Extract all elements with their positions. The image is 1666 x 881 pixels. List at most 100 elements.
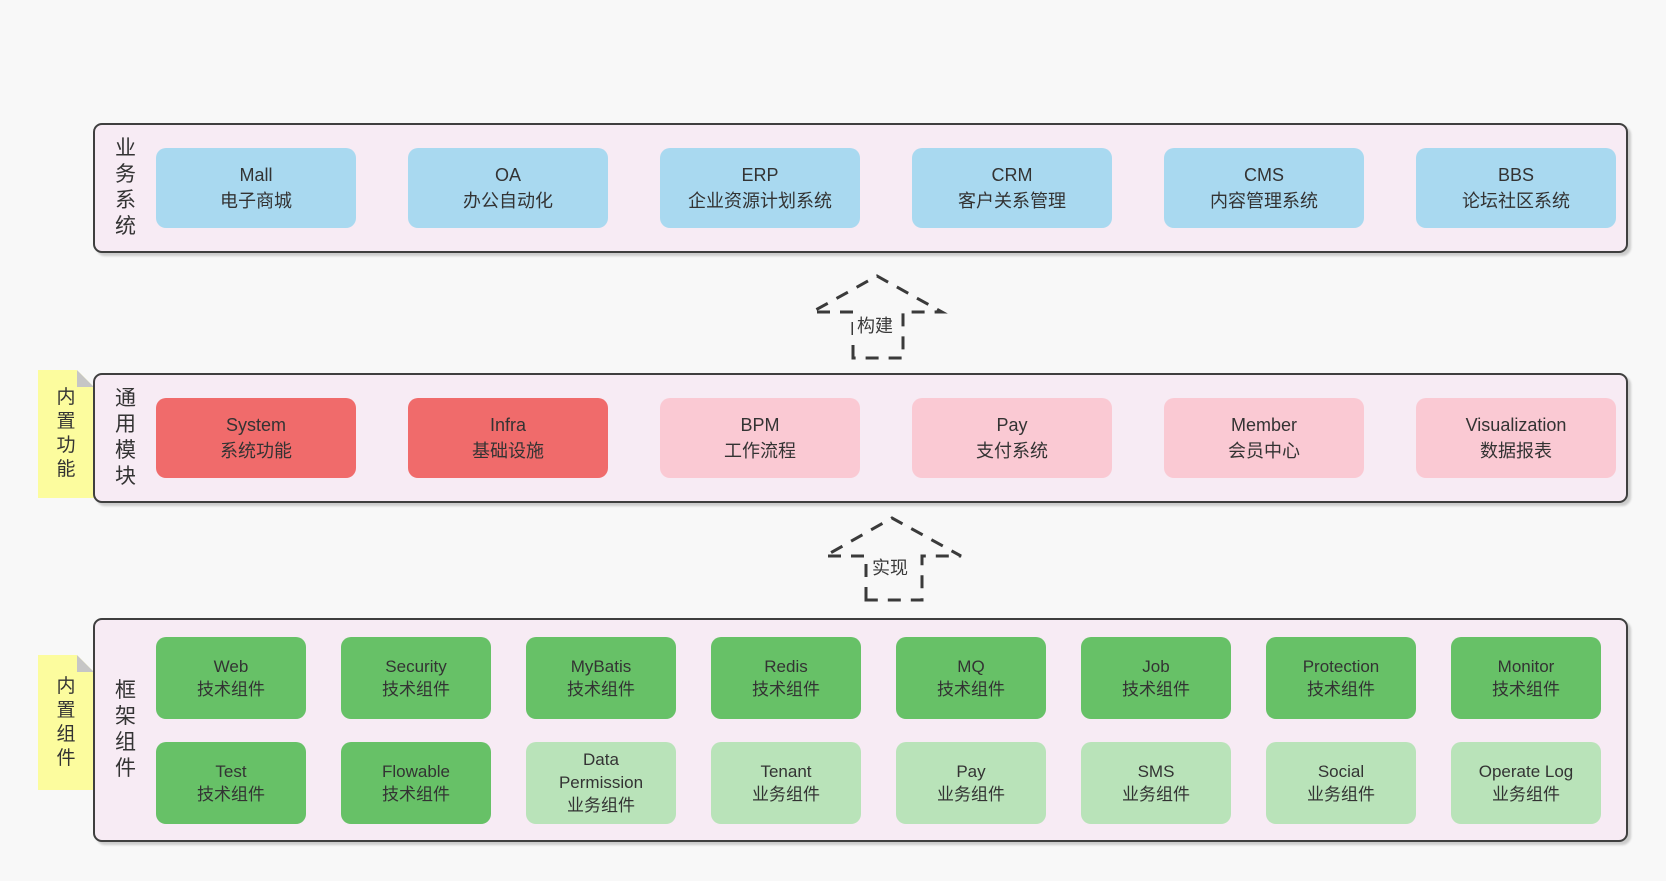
box-name: Test (215, 761, 247, 781)
box-desc: 业务组件 (1492, 784, 1560, 804)
box-flowable: Flowable 技术组件 (341, 741, 491, 824)
box-system: System 系统功能 (156, 398, 356, 478)
box-desc: 技术组件 (937, 679, 1005, 699)
box-protection: Protection 技术组件 (1266, 636, 1416, 719)
box-crm: CRM 客户关系管理 (912, 148, 1112, 228)
box-test: Test 技术组件 (156, 741, 306, 824)
arrow-label-build: 构建 (853, 314, 897, 338)
box-infra: Infra 基础设施 (408, 398, 608, 478)
box-desc: 系统功能 (220, 441, 292, 461)
box-bpm: BPM 工作流程 (660, 398, 860, 478)
box-cms: CMS 内容管理系统 (1164, 148, 1364, 228)
box-job: Job 技术组件 (1081, 636, 1231, 719)
box-desc: 基础设施 (472, 441, 544, 461)
box-desc: 技术组件 (382, 784, 450, 804)
box-desc: 技术组件 (567, 679, 635, 699)
box-name: BBS (1497, 165, 1535, 185)
box-desc: 技术组件 (197, 679, 265, 699)
section-label-framework-components: 框架组件 (95, 678, 156, 782)
modules-box-row: System 系统功能 Infra 基础设施 BPM 工作流程 Pay 支付系统… (156, 398, 1616, 478)
box-name: Infra (489, 415, 527, 435)
panel-framework-components: 框架组件 Web 技术组件 Security 技术组件 MyBatis 技术组件… (93, 618, 1628, 842)
box-name: Mall (239, 165, 273, 185)
box-name: CMS (1244, 165, 1284, 185)
box-desc: 论坛社区系统 (1462, 191, 1570, 211)
box-mq: MQ 技术组件 (896, 636, 1046, 719)
box-desc: 工作流程 (724, 441, 796, 461)
box-desc: 业务组件 (752, 784, 820, 804)
box-desc: 支付系统 (976, 441, 1048, 461)
section-label-common-modules: 通用模块 (95, 386, 156, 490)
box-name: Member (1230, 415, 1297, 435)
section-label-text: 业务系统 (115, 137, 136, 238)
box-desc: 数据报表 (1480, 441, 1552, 461)
box-tenant: Tenant 业务组件 (711, 741, 861, 824)
box-visualization: Visualization 数据报表 (1416, 398, 1616, 478)
box-name: BPM (740, 415, 780, 435)
box-desc: 业务组件 (1122, 784, 1190, 804)
box-mybatis: MyBatis 技术组件 (526, 636, 676, 719)
box-data-permission: Data Permission 业务组件 (526, 741, 676, 824)
section-label-text: 框架组件 (115, 679, 136, 780)
box-name: ERP (741, 165, 779, 185)
box-web: Web 技术组件 (156, 636, 306, 719)
section-label-business-systems: 业务系统 (95, 136, 156, 240)
box-name: Visualization (1465, 415, 1567, 435)
box-desc: 技术组件 (382, 679, 450, 699)
box-operate-log: Operate Log 业务组件 (1451, 741, 1601, 824)
box-name: Security (385, 656, 447, 676)
box-desc: 业务组件 (1307, 784, 1375, 804)
box-desc: 内容管理系统 (1210, 191, 1318, 211)
components-grid: Web 技术组件 Security 技术组件 MyBatis 技术组件 Redi… (156, 636, 1601, 824)
dashed-up-arrow-icon (806, 274, 948, 360)
box-desc: 业务组件 (937, 784, 1005, 804)
box-name: Social (1317, 761, 1365, 781)
box-desc: 会员中心 (1228, 441, 1300, 461)
box-member: Member 会员中心 (1164, 398, 1364, 478)
box-name: Tenant (760, 761, 812, 781)
arrow-label-implement: 实现 (868, 556, 912, 580)
box-name: Pay (956, 761, 986, 781)
note-label: 内置组件 (56, 675, 76, 769)
box-name: Job (1142, 656, 1170, 676)
box-monitor: Monitor 技术组件 (1451, 636, 1601, 719)
box-name: System (225, 415, 286, 435)
box-name: Pay (996, 415, 1028, 435)
box-desc: 办公自动化 (463, 191, 553, 211)
box-desc: 技术组件 (1122, 679, 1190, 699)
business-box-row: Mall 电子商城 OA 办公自动化 ERP 企业资源计划系统 CRM 客户关系… (156, 148, 1616, 228)
box-social: Social 业务组件 (1266, 741, 1416, 824)
box-name: MQ (957, 656, 985, 676)
dashed-up-arrow-icon (822, 516, 962, 602)
box-bbs: BBS 论坛社区系统 (1416, 148, 1616, 228)
box-desc: 技术组件 (1307, 679, 1375, 699)
box-name: Redis (764, 656, 808, 676)
box-security: Security 技术组件 (341, 636, 491, 719)
note-label: 内置功能 (56, 387, 76, 480)
box-desc: 技术组件 (1492, 679, 1560, 699)
box-desc: 电子商城 (220, 191, 292, 211)
box-name: Web (213, 656, 249, 676)
sticky-note-built-in-features: 内置功能 (38, 370, 94, 498)
box-pay-component: Pay 业务组件 (896, 741, 1046, 824)
box-name: CRM (991, 165, 1033, 185)
box-redis: Redis 技术组件 (711, 636, 861, 719)
box-desc: 技术组件 (197, 784, 265, 804)
box-name: Operate Log (1478, 761, 1574, 781)
box-oa: OA 办公自动化 (408, 148, 608, 228)
box-pay-system: Pay 支付系统 (912, 398, 1112, 478)
box-name: Monitor (1497, 656, 1555, 676)
box-mall: Mall 电子商城 (156, 148, 356, 228)
box-desc: 企业资源计划系统 (688, 191, 832, 211)
note-fold-corner-icon (77, 370, 94, 387)
box-name: Flowable (381, 761, 451, 781)
box-erp: ERP 企业资源计划系统 (660, 148, 860, 228)
box-name: OA (494, 165, 521, 185)
box-name: MyBatis (570, 656, 632, 676)
box-desc: 客户关系管理 (958, 191, 1066, 211)
box-desc: 业务组件 (567, 796, 635, 815)
box-name: Data Permission (558, 750, 644, 792)
box-sms: SMS 业务组件 (1081, 741, 1231, 824)
section-label-text: 通用模块 (115, 387, 136, 488)
